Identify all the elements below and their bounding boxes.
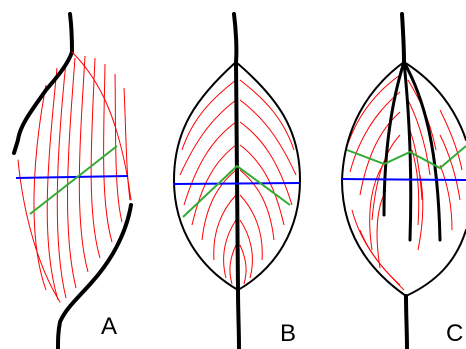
panel-b-blue-line	[173, 182, 301, 185]
panel-a	[12, 12, 133, 349]
panel-c-bottom-tendon	[404, 294, 409, 349]
panel-b	[173, 12, 301, 349]
panel-c-blue-line	[341, 178, 466, 181]
panel-a-green-line	[29, 145, 118, 215]
panel-c-internal-tendon-2	[402, 60, 413, 242]
panel-a-label: A	[101, 313, 118, 340]
panel-c-top-tendon	[400, 12, 406, 64]
panel-a-right-edge	[71, 51, 132, 201]
panel-c-label: C	[446, 320, 464, 347]
panel-b-label: B	[280, 320, 297, 347]
panel-c-green-line	[346, 145, 466, 170]
panel-b-central-tendon-thin	[236, 119, 239, 251]
panel-a-left-edge	[17, 159, 61, 303]
panel-c-internal-tendon-3	[402, 60, 442, 242]
panel-c-internal-tendon-1	[382, 60, 406, 217]
panel-c	[341, 12, 466, 349]
panel-c-fibers	[345, 74, 463, 291]
panel-a-top-tendon	[12, 12, 74, 155]
panel-c-outline-right	[403, 61, 466, 297]
panel-b-green-line	[182, 164, 291, 218]
panel-a-bottom-tendon	[56, 203, 133, 349]
panel-b-fibers	[179, 79, 297, 285]
panel-a-blue-line	[15, 175, 129, 179]
